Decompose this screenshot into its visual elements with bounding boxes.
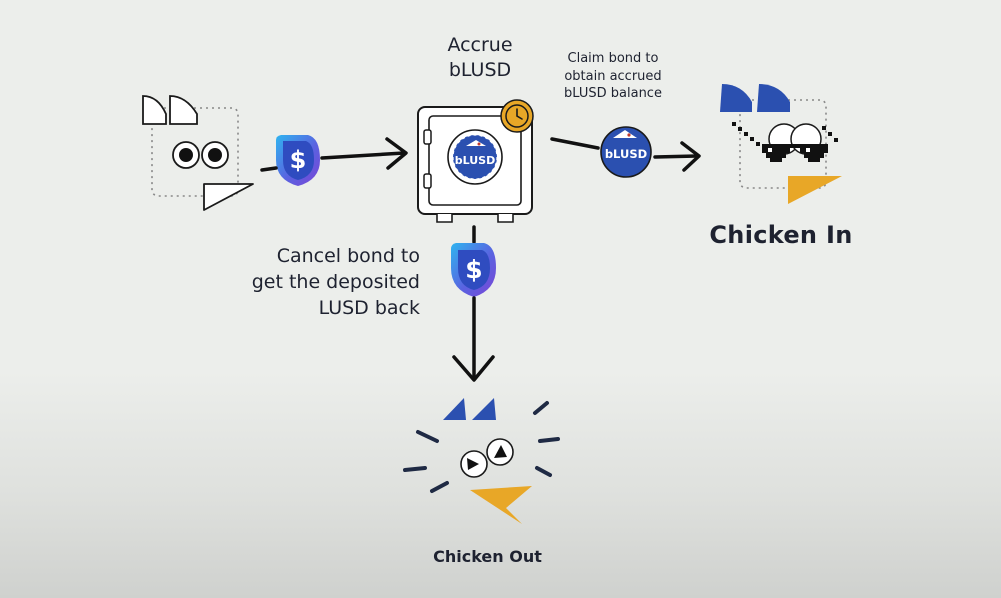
chicken-in-icon [720,84,842,204]
claim-label: Claim bond to obtain accrued bLUSD balan… [548,50,678,103]
blusd-token-icon: bLUSD [600,126,652,178]
accrue-label-line: bLUSD [448,59,512,81]
lusd-token-icon: $ [276,135,320,186]
lusd-token-icon: $ [451,243,496,297]
chicken-out-label: Chicken Out [433,547,542,566]
accrue-label: Accrue bLUSD [420,33,540,83]
chicken-icon [142,95,254,211]
claimed-token-label: bLUSD [605,147,647,161]
chicken-in-label: Chicken In [709,221,853,249]
claim-label-line: obtain accrued [564,68,662,84]
arrow-claim-to-chicken-in [653,154,699,159]
arrow-deposit [260,166,278,172]
claim-label-line: bLUSD balance [564,86,662,101]
cancel-token-symbol: $ [465,255,482,284]
arrow-vault-to-claim [550,137,600,150]
cancel-label-line: LUSD back [318,297,420,319]
vault-token-label: bLUSD [455,154,495,167]
deposit-token-symbol: $ [290,146,307,174]
claim-label-line: Claim bond to [567,51,659,66]
vault-icon: bLUSD [417,106,533,223]
cancel-label-line: get the deposited [251,271,420,293]
cancel-label: Cancel bond to get the deposited LUSD ba… [215,243,420,321]
accrue-label-line: Accrue [447,34,513,56]
pixel-sunglasses-icon [732,122,838,162]
chicken-out-icon [403,398,560,524]
cancel-label-line: Cancel bond to [276,245,420,267]
clock-icon [500,99,534,133]
arrow-deposit-to-vault [320,151,406,160]
